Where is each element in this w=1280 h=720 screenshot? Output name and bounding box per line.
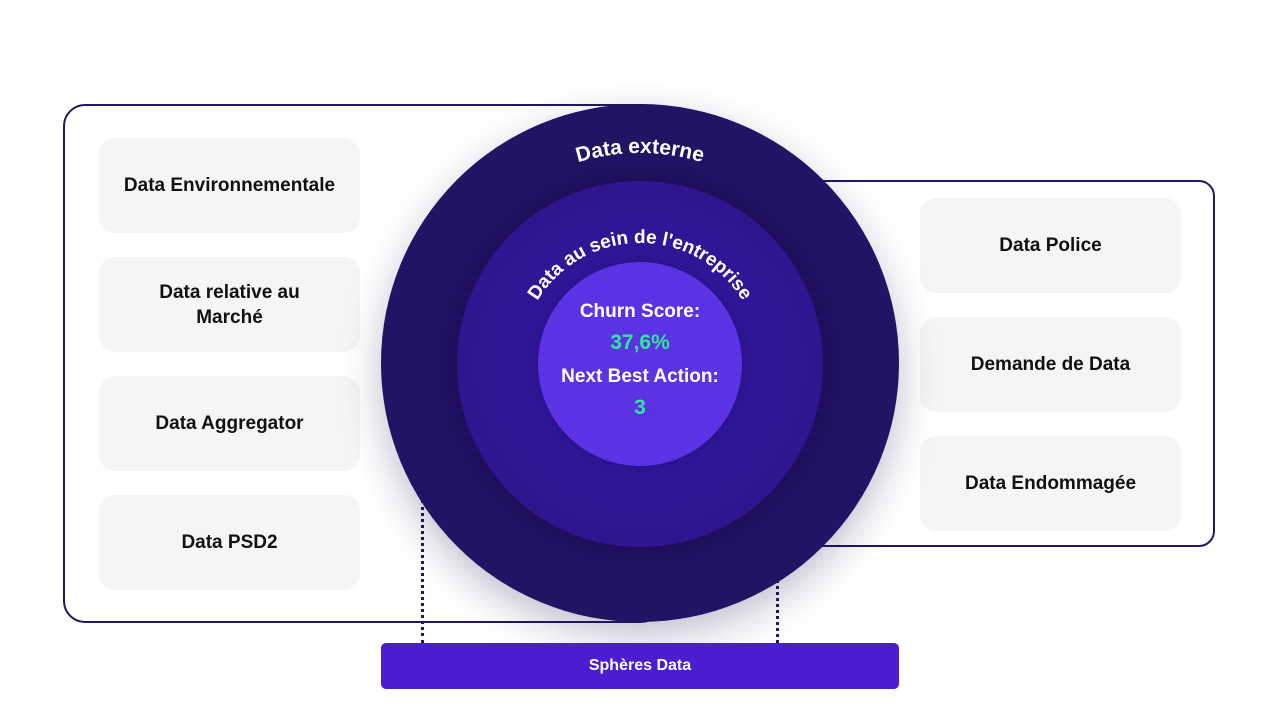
next-best-action-value: 3 <box>634 396 646 419</box>
card-data-endommagee: Data Endommagée <box>920 436 1181 531</box>
card-label: Data Police <box>999 235 1102 256</box>
card-data-environnementale: Data Environnementale <box>99 138 360 233</box>
card-label: Data relative au Marché <box>159 281 300 328</box>
churn-score-value: 37,6% <box>610 331 670 354</box>
connector-left <box>421 500 424 643</box>
sphere-inner <box>538 262 742 466</box>
next-best-action-label: Next Best Action: <box>561 366 719 387</box>
card-label: Data PSD2 <box>181 532 278 553</box>
banner-label: Sphères Data <box>588 657 692 674</box>
spheres-data-banner: Sphères Data <box>381 643 899 689</box>
card-label: Data Endommagée <box>964 473 1137 494</box>
card-data-psd2: Data PSD2 <box>99 495 360 590</box>
card-demande-de-data: Demande de Data <box>920 317 1181 412</box>
card-data-marche: Data relative au Marché <box>99 257 360 352</box>
card-label: Data Environnementale <box>123 175 336 196</box>
card-data-aggregator: Data Aggregator <box>99 376 360 471</box>
card-label: Demande de Data <box>970 354 1131 375</box>
card-data-police: Data Police <box>920 198 1181 293</box>
card-label: Data Aggregator <box>155 413 304 434</box>
churn-score-label: Churn Score: <box>579 301 701 322</box>
center-metrics: Churn Score: 37,6% Next Best Action: 3 <box>538 300 742 430</box>
